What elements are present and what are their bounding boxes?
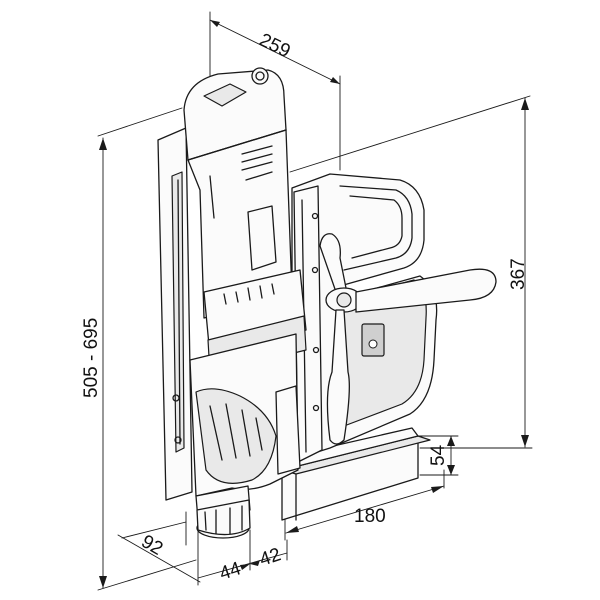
arbor-housing (189, 333, 301, 497)
dim-height-right: 367 (508, 258, 529, 290)
spindle (195, 485, 251, 539)
dim-offset-left: 92 (138, 531, 167, 560)
feed-lever (319, 233, 497, 445)
dim-spindle-b: 42 (257, 544, 284, 571)
dim-top-depth: 259 (256, 30, 294, 63)
magnet-base (271, 427, 431, 521)
dim-stroke-range: 505 - 695 (81, 318, 102, 398)
magnetic-drill-illustration (157, 67, 497, 539)
dim-base-length: 180 (354, 506, 386, 527)
dimension-lines (97, 11, 533, 591)
dim-spindle-a: 44 (217, 558, 244, 585)
drill-column (157, 127, 193, 501)
dim-base-height: 54 (428, 444, 449, 466)
